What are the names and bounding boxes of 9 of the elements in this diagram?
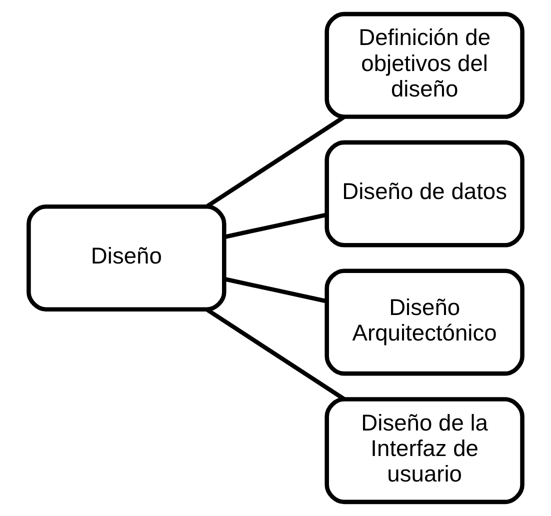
connector xyxy=(224,276,328,304)
node-box: Diseño de la Interfaz de usuario xyxy=(324,397,524,504)
connector xyxy=(205,308,346,401)
node-box: Diseño xyxy=(26,204,226,312)
node-box: Diseño de datos xyxy=(324,140,524,248)
connector xyxy=(224,212,328,240)
node-box: Definición de objetivos del diseño xyxy=(324,12,524,119)
connector xyxy=(205,115,346,208)
node-box: Diseño Arquitectónico xyxy=(324,268,524,376)
